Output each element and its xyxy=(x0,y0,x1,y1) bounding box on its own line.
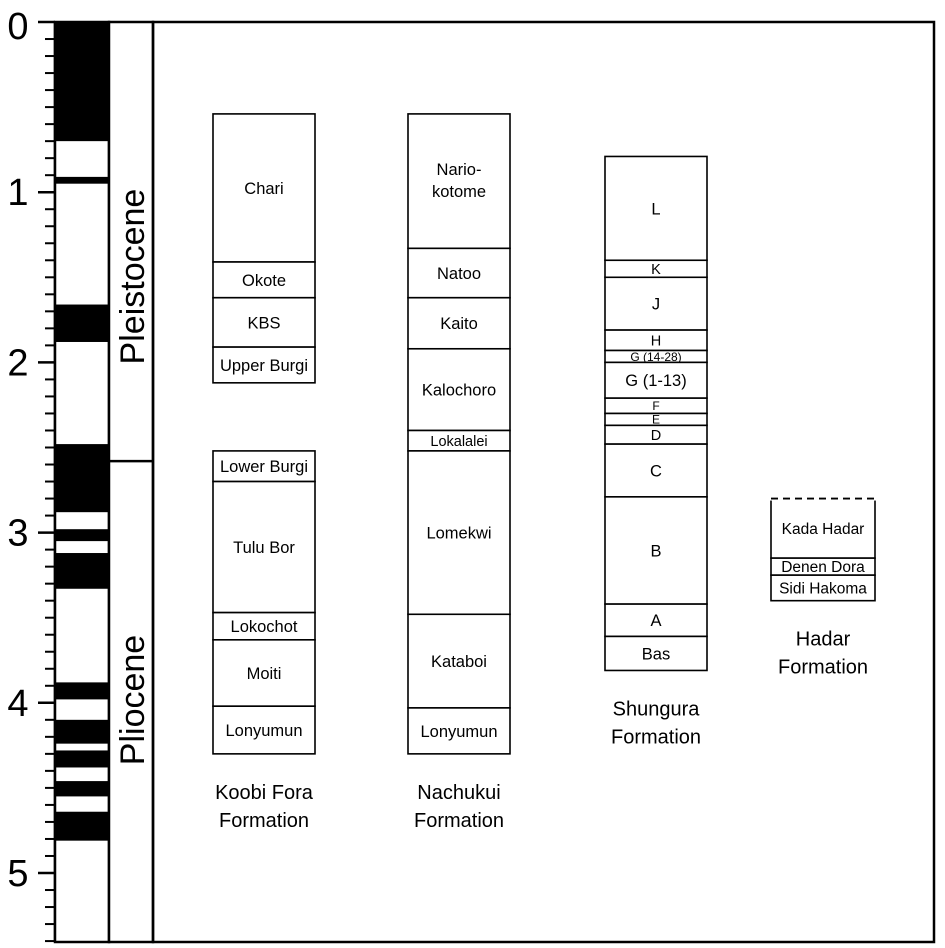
member-label: Sidi Hakoma xyxy=(779,580,867,597)
normal-polarity-band xyxy=(55,304,109,342)
member-label: H xyxy=(651,333,661,349)
polarity-column xyxy=(53,20,111,944)
member-box xyxy=(212,113,316,263)
member-label: E xyxy=(652,413,660,427)
member-label: A xyxy=(650,612,661,630)
age-axis: 0 1 2 3 4 5 xyxy=(7,6,57,943)
formation-name: Nachukui xyxy=(417,782,500,804)
axis-tick-label: 4 xyxy=(7,683,28,725)
member-label: C xyxy=(650,462,662,480)
member-label: Lower Burgi xyxy=(220,458,308,476)
member-label: L xyxy=(651,200,660,218)
member-box xyxy=(407,347,511,432)
member-box xyxy=(604,496,708,605)
member-box xyxy=(407,707,511,755)
member-label: G (1-13) xyxy=(625,372,686,390)
member-label: Kada Hadar xyxy=(782,521,865,538)
axis-tick-label: 1 xyxy=(7,172,28,214)
member-box xyxy=(407,113,511,250)
plot-frame xyxy=(151,20,936,944)
member-box xyxy=(407,613,511,709)
normal-polarity-band xyxy=(55,781,109,797)
member-label: Lokochot xyxy=(231,618,298,636)
axis-tick-label: 3 xyxy=(7,513,28,555)
member-label: Okote xyxy=(242,272,286,290)
member-label: Kaito xyxy=(440,315,478,333)
member-box xyxy=(770,574,876,602)
normal-polarity-band xyxy=(55,682,109,700)
member-box xyxy=(407,450,511,616)
member-box xyxy=(407,296,511,350)
member-label: Nario- xyxy=(437,161,482,179)
member-box xyxy=(212,611,316,641)
member-label: KBS xyxy=(247,314,280,332)
member-label: Natoo xyxy=(437,265,481,283)
member-label: Denen Dora xyxy=(781,559,865,576)
formation-name: Hadar xyxy=(796,629,851,651)
member-label: Bas xyxy=(642,645,670,663)
member-label: D xyxy=(651,428,661,444)
epoch-label: Pliocene xyxy=(114,635,152,765)
member-label: Lonyumun xyxy=(225,722,302,740)
formation-name: Shungura xyxy=(613,698,701,720)
normal-polarity-band xyxy=(55,811,109,841)
normal-polarity-band xyxy=(55,22,109,142)
formation-name: Formation xyxy=(611,726,701,748)
normal-polarity-band xyxy=(55,750,109,768)
member-label: Chari xyxy=(244,180,283,198)
axis-tick-label: 2 xyxy=(7,342,28,384)
member-box xyxy=(212,705,316,755)
normal-polarity-band xyxy=(55,176,109,184)
member-label: Lomekwi xyxy=(426,525,491,543)
formation-column: Nario-kotomeNatooKaitoKalochoroLokalalei… xyxy=(407,113,511,832)
member-box xyxy=(604,155,708,262)
normal-polarity-band xyxy=(55,444,109,513)
member-box xyxy=(604,361,708,399)
member-label: Lonyumun xyxy=(420,723,497,741)
member-label: F xyxy=(652,399,659,413)
formation-column: L K J HG (14-28) G (1-13) FED C B A BasShunguraFo… xyxy=(604,155,708,748)
formation-name: Formation xyxy=(219,810,309,832)
member-label: Upper Burgi xyxy=(220,357,308,375)
member-box xyxy=(604,603,708,638)
normal-polarity-band xyxy=(55,719,109,744)
member-label: kotome xyxy=(432,183,486,201)
member-label: Lokalalei xyxy=(430,434,487,450)
epoch-column-frame xyxy=(107,20,155,944)
member-label: J xyxy=(652,296,660,314)
member-box xyxy=(212,296,316,348)
normal-polarity-band xyxy=(55,553,109,589)
member-label: Kalochoro xyxy=(422,382,496,400)
member-box xyxy=(407,247,511,299)
epoch-label: Pleistocene xyxy=(114,189,152,365)
axis-tick-label: 5 xyxy=(7,853,28,895)
axis-tick-label: 0 xyxy=(7,6,28,48)
member-label: Tulu Bor xyxy=(233,539,295,557)
member-label: G (14-28) xyxy=(630,350,681,364)
formation-name: Formation xyxy=(778,657,868,679)
formation-name: Formation xyxy=(414,810,504,832)
member-box xyxy=(604,635,708,672)
member-box xyxy=(212,480,316,614)
member-box xyxy=(212,639,316,708)
member-box xyxy=(212,346,316,384)
member-label: B xyxy=(650,542,661,560)
member-label: Kataboi xyxy=(431,653,487,671)
member-label: K xyxy=(651,262,661,278)
formation-name: Koobi Fora xyxy=(215,782,314,804)
normal-polarity-band xyxy=(55,529,109,542)
member-label: Moiti xyxy=(247,665,282,683)
